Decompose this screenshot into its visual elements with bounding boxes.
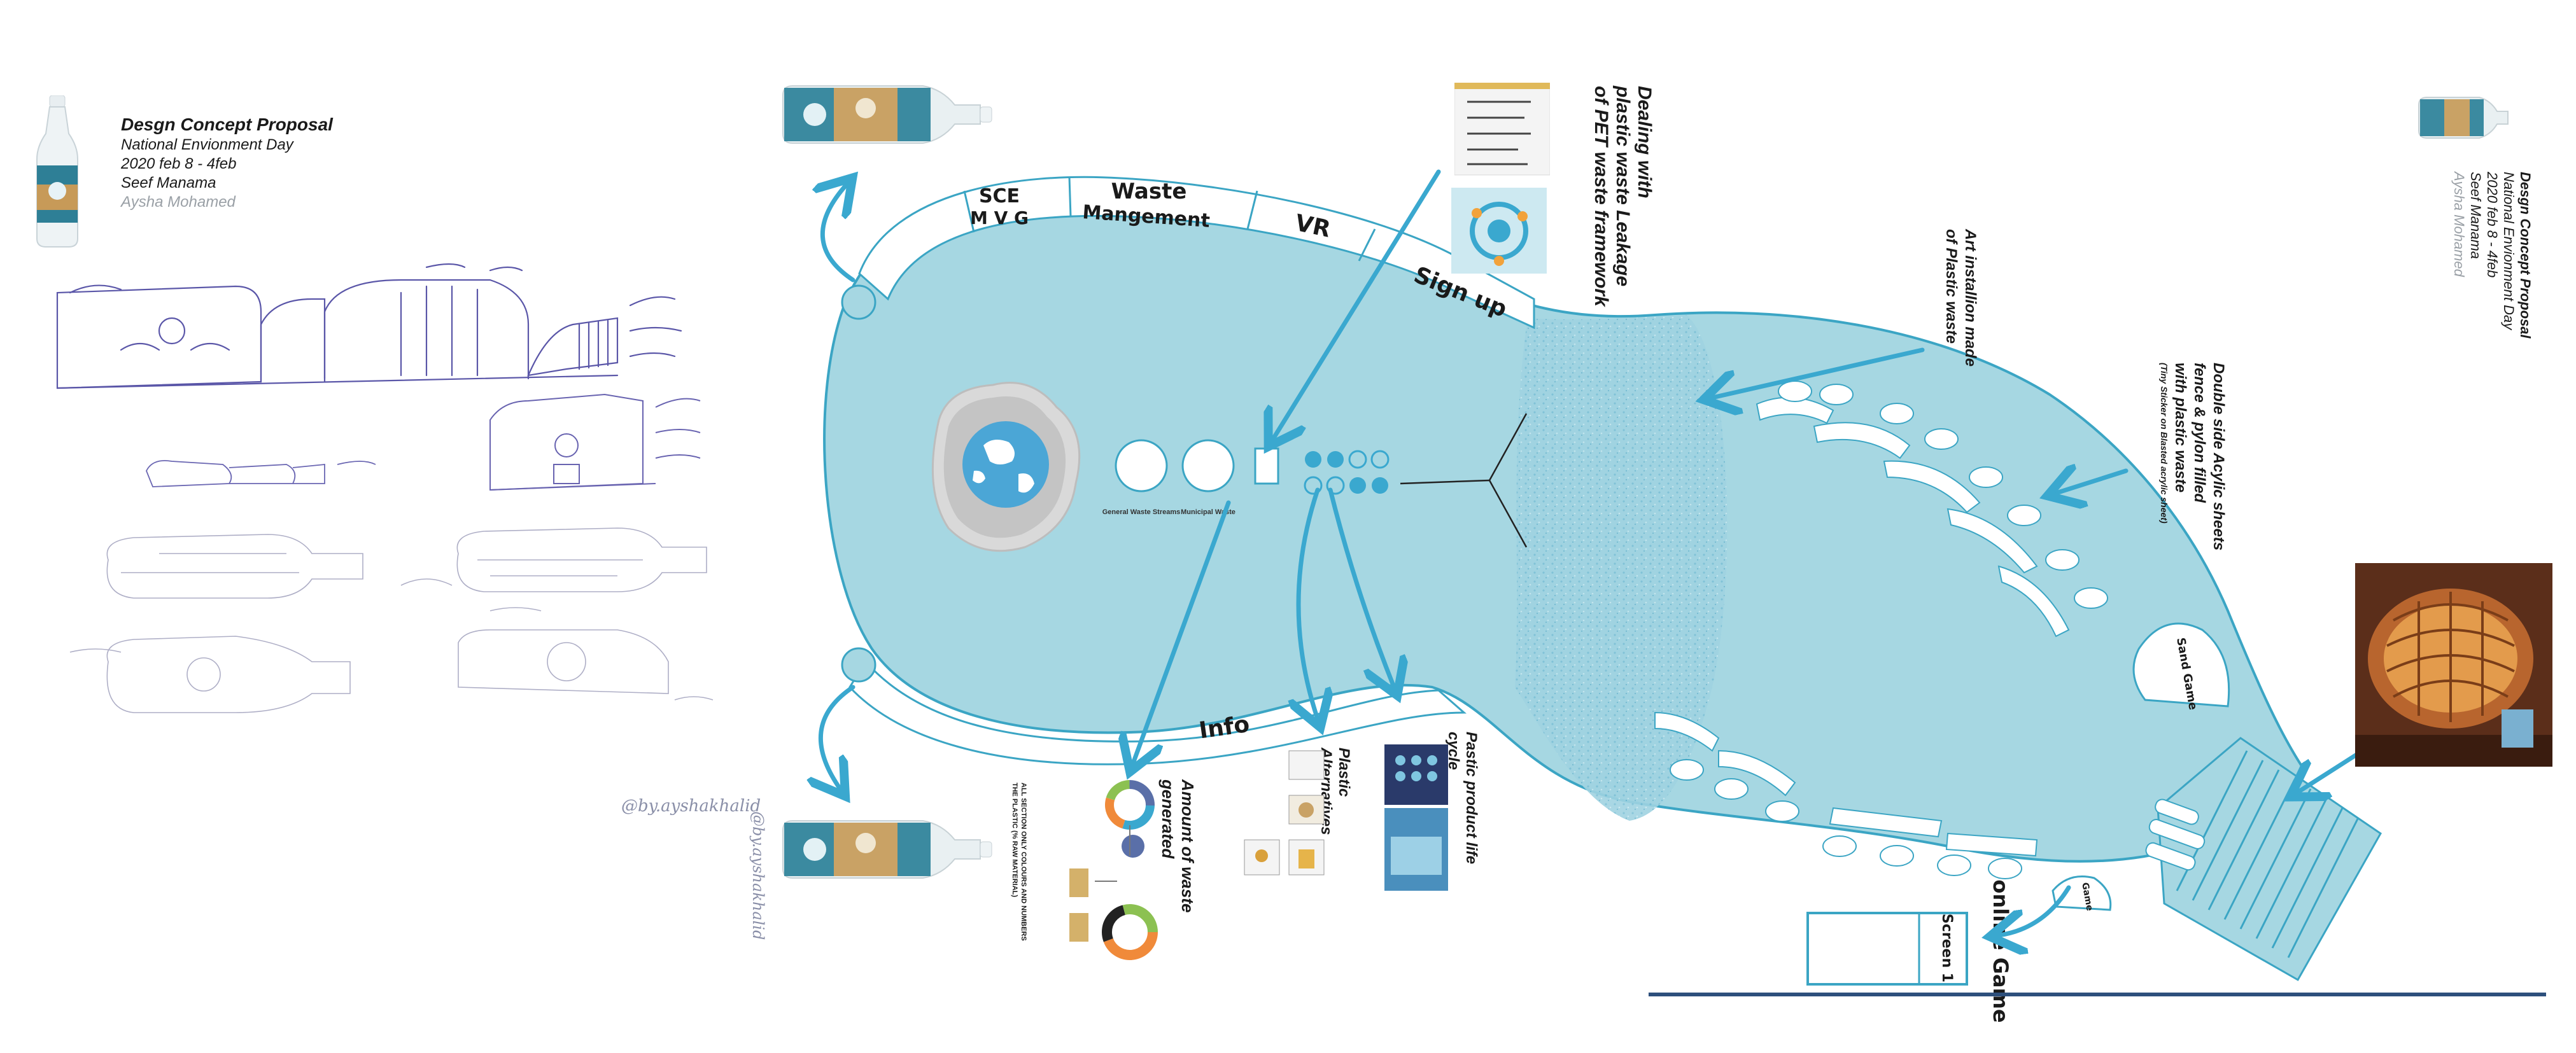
right-proposal-title: Desgn Concept Proposal <box>2517 172 2533 338</box>
life-cycle-note: Pastic product life cycle <box>1445 732 1480 865</box>
bottle-banner-bottom <box>782 820 992 879</box>
sketch-mini-plan <box>146 460 376 487</box>
proposal-event: National Envionment Day <box>121 136 293 153</box>
proposal-location: Seef Manama <box>121 174 216 192</box>
art-note-line-1: Art installion made <box>1962 229 1979 367</box>
amount-of-waste-note: Amount of waste generated <box>1158 779 1197 913</box>
plastic-art-installation-zone <box>1515 315 1728 821</box>
proposal-dates: 2020 feb 8 - 4feb <box>121 155 237 172</box>
right-proposal-dates: 2020 feb 8 - 4feb <box>2484 172 2500 278</box>
screen-label: Screen 1 <box>1939 914 1955 982</box>
zone-label-waste: Waste <box>1111 179 1187 204</box>
divider-walls <box>1400 413 1528 548</box>
plastic-alternatives-note: Plastic Alternatives <box>1318 748 1353 835</box>
pet-note-line-3: of PET waste framework <box>1591 86 1612 307</box>
acrylic-fence-note: Double side Acylic sheets fence & pylon … <box>2132 363 2228 573</box>
zone-label-mvg: M V G <box>970 207 1029 228</box>
online-game-label: online Game <box>1988 879 2013 1022</box>
bottle-icon <box>36 95 78 248</box>
waste-amount-charts-thumb <box>1069 780 1158 960</box>
signature: @by.ayshakhalid <box>621 797 761 816</box>
top-zone-band <box>858 176 1535 330</box>
acrylic-note-line-3: with plastic waste <box>2172 363 2189 493</box>
product-life-cycle-thumb <box>1384 744 1448 891</box>
proposal-author: Aysha Mohamed <box>121 193 236 211</box>
municipal-waste-label: Municipal Waste <box>1181 508 1235 516</box>
art-note-line-2: of Plastic waste <box>1943 229 1960 344</box>
concept-sketches <box>56 263 714 713</box>
zone-label-game: Game <box>2080 882 2095 912</box>
general-waste-label: General Waste Streams <box>1102 508 1180 516</box>
right-proposal-author: Aysha Mohamed <box>2451 172 2467 277</box>
pet-framework-cycle-thumb <box>1451 188 1547 274</box>
bottom-zone-band <box>848 660 1467 765</box>
info-note-line-2: THE PLASTIC (% RAW MATERIAL) <box>1011 783 1018 898</box>
game-area <box>2052 875 2112 911</box>
art-installation-note: Art installion made of Plastic waste <box>1916 229 1980 388</box>
sand-game-area <box>2132 622 2230 708</box>
top-band-dividers <box>963 176 1376 262</box>
right-proposal-block: Desgn Concept Proposal National Envionme… <box>2432 172 2533 363</box>
acrylic-fence-upper <box>1756 380 2108 638</box>
bottle-banner-top <box>782 85 992 144</box>
zone-label-sce: SCE <box>979 185 1020 207</box>
info-section-note: ALL SECTION ONLY COLOURS AND NUMBERS THE… <box>1003 783 1028 942</box>
acrylic-fence-lower <box>1654 711 2038 879</box>
proposal-title: Desgn Concept Proposal <box>121 115 333 134</box>
sketch-elevation-1 <box>56 263 682 389</box>
acrylic-note-line-4: (Tiny Sticker on Blasted acrylic sheet) <box>2159 363 2169 524</box>
globe-exhibit <box>931 382 1081 552</box>
pet-framework-note: Dealing with plastic waste Leakage of PE… <box>1559 86 1655 315</box>
sketch-plan-views <box>69 527 714 713</box>
pet-framework-table-thumb <box>1454 83 1550 176</box>
signature-vertical: @by.ayshakhalid <box>749 811 767 940</box>
right-proposal-event: National Envionment Day <box>2501 172 2517 330</box>
interactive-dot-grid <box>1304 450 1390 495</box>
online-game-screen <box>1806 912 1968 986</box>
waste-stream-circle-1 <box>1115 439 1168 492</box>
right-proposal-location: Seef Manama <box>2468 172 2484 259</box>
cap-inner-slots <box>2145 798 2206 871</box>
info-note-line-1: ALL SECTION ONLY COLOURS AND NUMBERS <box>1020 783 1027 941</box>
art-installation-reference-photo <box>2355 563 2552 767</box>
pet-note-line-1: Dealing with <box>1634 86 1655 199</box>
entrance-node-bottom <box>841 647 876 683</box>
acrylic-note-line-1: Double side Acylic sheets <box>2210 363 2227 551</box>
pet-note-line-2: plastic waste Leakage <box>1612 86 1633 287</box>
info-panel <box>1254 447 1279 485</box>
cap-ribs <box>2176 750 2360 958</box>
bottom-stripe <box>1649 993 2546 996</box>
plastic-alternatives-thumb <box>1244 750 1325 875</box>
sketch-elevation-2 <box>489 393 701 491</box>
bottle-banner-right <box>2418 97 2509 139</box>
entrance-node-top <box>841 284 876 320</box>
acrylic-note-line-2: fence & pylon filled <box>2191 363 2208 503</box>
waste-stream-circle-2 <box>1181 439 1235 492</box>
